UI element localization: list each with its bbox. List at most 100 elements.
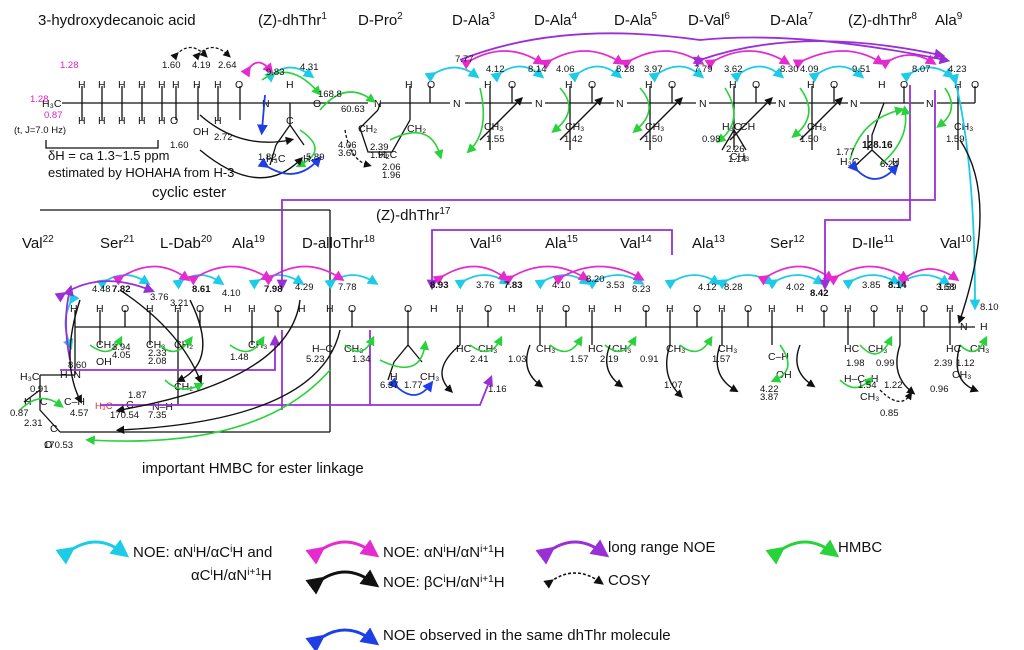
atom: O — [44, 439, 52, 451]
atom: H₂C — [378, 149, 398, 161]
atom: OH — [193, 126, 209, 138]
chemical-shift: 7.82 — [112, 284, 131, 295]
atom: CH₃ — [730, 151, 749, 163]
legend: NOE: αNiH/αCiH and αCiH/αNi+1H NOE: αNiH… — [55, 539, 882, 650]
chemical-shift: 1.98 — [846, 358, 865, 369]
chemical-shift: 8.07 — [912, 64, 931, 75]
atom: H — [248, 303, 256, 315]
residue-label-4: D-Ala4 — [534, 11, 578, 29]
residue-label-22: Val22 — [22, 234, 54, 252]
svg-text:NOE: αNiH/αCiH and: NOE: αNiH/αCiH and — [133, 544, 272, 561]
legend-noe-alpha: NOE: αNiH/αCiH and αCiH/αNi+1H — [55, 539, 272, 584]
chemical-shift: 1.77 — [836, 147, 855, 158]
chemical-shift: 2.72 — [214, 132, 233, 143]
chemical-shift: 1.57 — [570, 354, 589, 365]
chemical-shift: 1.14 — [728, 154, 747, 165]
atom: CH₂ — [358, 123, 377, 135]
atom: H — [390, 371, 398, 383]
atom: O — [752, 79, 760, 91]
residue-label-8: (Z)-dhThr8 — [848, 11, 917, 29]
chemical-shift: 3.87 — [760, 392, 779, 403]
atom: H — [878, 79, 886, 91]
chemical-shift: 1.03 — [508, 354, 527, 365]
atom: H — [896, 303, 904, 315]
chemical-shift: 170.53 — [44, 440, 73, 451]
atom: CH₂ — [96, 339, 115, 351]
atom: C–H — [768, 351, 789, 363]
chemical-shift: 8.10 — [980, 302, 999, 313]
chemical-shift: 4.12 — [486, 64, 505, 75]
atom: O — [484, 303, 492, 315]
atom: CH₂ — [407, 123, 426, 135]
atom: H₃C — [722, 121, 742, 133]
chemical-shift: 7.98 — [264, 284, 283, 295]
residue-label-13: Ala13 — [692, 234, 725, 252]
svg-text:COSY: COSY — [608, 572, 651, 589]
chemical-shift: 1.82 — [258, 152, 277, 163]
atom: H — [158, 115, 166, 127]
chemical-shift: 1.07 — [664, 380, 683, 391]
chemical-shift: 3.94 — [112, 342, 131, 353]
chemical-shift: 1.50 — [800, 134, 819, 145]
atom: O — [508, 79, 516, 91]
residue-label-12: Ser12 — [770, 234, 805, 252]
atom: CH₃ — [807, 121, 826, 133]
atom: H — [158, 79, 166, 91]
atom: O — [562, 303, 570, 315]
atom: O — [870, 303, 878, 315]
atom: C — [286, 115, 294, 127]
atom: CH₃ — [970, 343, 989, 355]
svg-text:NOE: αNiH/αNi+1H: NOE: αNiH/αNi+1H — [383, 544, 505, 561]
atom: O — [820, 303, 828, 315]
chemical-shift: 2.39 — [370, 142, 389, 153]
atom: H — [980, 321, 988, 333]
atom: H — [405, 79, 413, 91]
chemical-shift: 1.48 — [230, 352, 249, 363]
svg-text:NOE: βCiH/αNi+1H: NOE: βCiH/αNi+1H — [383, 574, 505, 591]
chemical-shift: 0.99 — [876, 358, 895, 369]
chemical-shift: 1.12 — [956, 358, 975, 369]
atom: H — [484, 79, 492, 91]
chemical-shift: 0.87 — [44, 110, 63, 121]
atom: H — [666, 303, 674, 315]
chemical-shift: 1.22 — [884, 380, 903, 391]
annotations: (t, J=7.0 Hz) δH = ca 1.3~1.5 ppm estima… — [14, 125, 364, 477]
legend-cosy: COSY — [543, 572, 651, 589]
chemical-shift: 4.12 — [698, 282, 717, 293]
atom: H–N — [60, 369, 81, 381]
atom: N — [616, 98, 624, 110]
atom: H — [78, 79, 86, 91]
residue-label-21: Ser21 — [100, 234, 135, 252]
atom: H₃C — [20, 371, 40, 383]
chemical-shift: 1.60 — [162, 60, 181, 71]
atom: OH — [96, 356, 112, 368]
atom: H — [214, 115, 222, 127]
cyclic-ester-label: cyclic ester — [152, 184, 226, 201]
atom: N — [699, 98, 707, 110]
chemical-shift: 4.02 — [786, 282, 805, 293]
chemical-shift: 4.23 — [948, 64, 967, 75]
chemical-shift: 4.48 — [92, 284, 111, 295]
chemical-shift: 8.23 — [632, 284, 651, 295]
legend-noe-nn: NOE: αNiH/αNi+1H — [305, 539, 505, 565]
chemical-shift: 2.26 — [726, 144, 745, 155]
chemical-shift: 4.31 — [300, 62, 319, 73]
atom: H — [138, 79, 146, 91]
atom: N — [374, 98, 382, 110]
chemical-shift: 4.05 — [112, 350, 131, 361]
chemical-shift: 7.35 — [148, 410, 167, 421]
chemical-shift: 7.77 — [455, 54, 474, 65]
atom: H — [844, 303, 852, 315]
chemical-shift: 7.79 — [694, 64, 713, 75]
chemical-shift: 2.64 — [218, 60, 237, 71]
chemical-shift: 9.51 — [852, 64, 871, 75]
atom: H — [138, 115, 146, 127]
atom: C — [50, 423, 58, 435]
chemical-shift: 8.61 — [192, 284, 211, 295]
hmbc-arcs — [19, 71, 988, 446]
atom: H–C — [312, 343, 333, 355]
atom: N — [453, 98, 461, 110]
